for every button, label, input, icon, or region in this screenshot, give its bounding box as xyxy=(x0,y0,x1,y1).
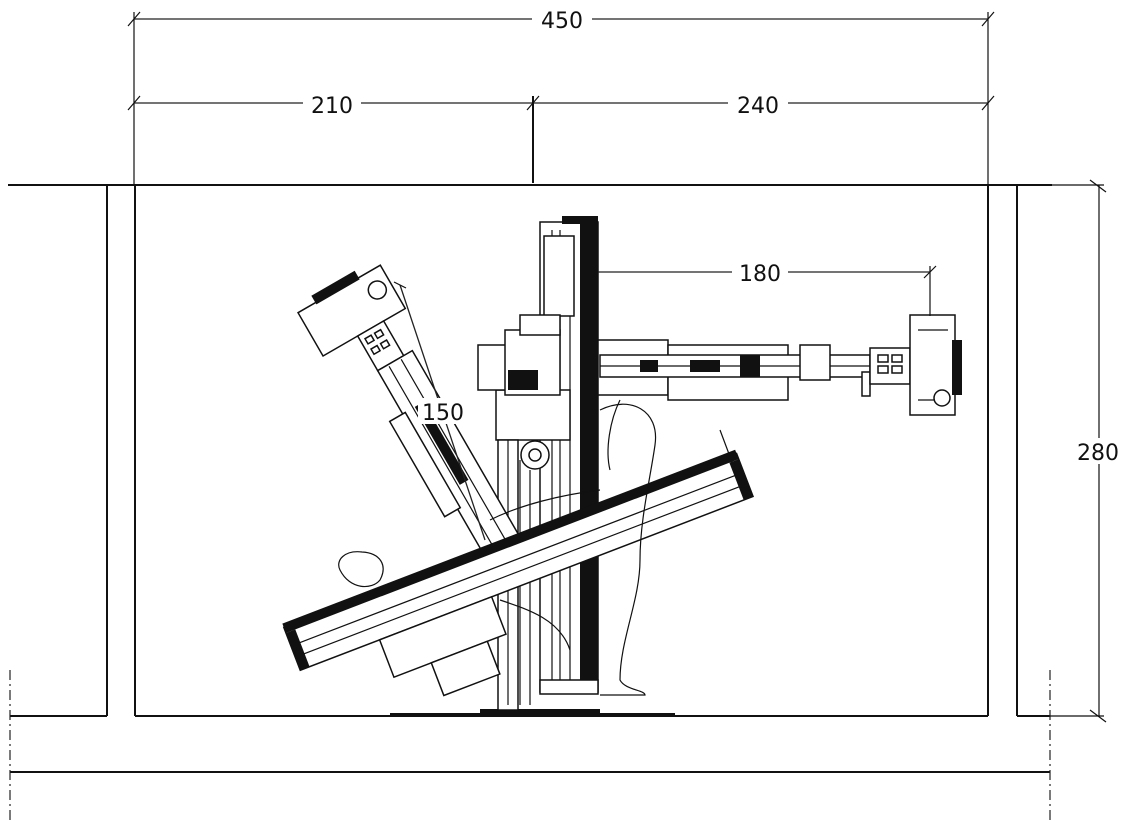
dim-label-left: 210 xyxy=(311,94,353,119)
horizontal-arm xyxy=(597,314,962,416)
tilted-table xyxy=(282,449,755,697)
room-walls xyxy=(8,184,1052,823)
patient-outline xyxy=(338,399,736,696)
dim-label-right: 240 xyxy=(737,94,779,119)
dim-label-tube-length: 150 xyxy=(422,401,464,426)
dim-label-total: 450 xyxy=(541,9,583,34)
vertical-column xyxy=(539,216,599,695)
dimension-tube-length: 150 xyxy=(393,281,486,541)
dim-label-height: 280 xyxy=(1077,441,1119,466)
dimension-total-width: 450 xyxy=(127,8,995,34)
x-ray-system-drawing: 180 150 xyxy=(282,216,962,715)
dimension-left-width: 210 xyxy=(127,92,540,119)
dim-label-arm-reach: 180 xyxy=(739,262,781,287)
dimension-right-width: 240 xyxy=(533,92,995,119)
dimension-room-height: 280 xyxy=(1050,179,1130,723)
dimension-arm-reach: 180 xyxy=(598,260,937,316)
extension-lines xyxy=(133,12,989,186)
